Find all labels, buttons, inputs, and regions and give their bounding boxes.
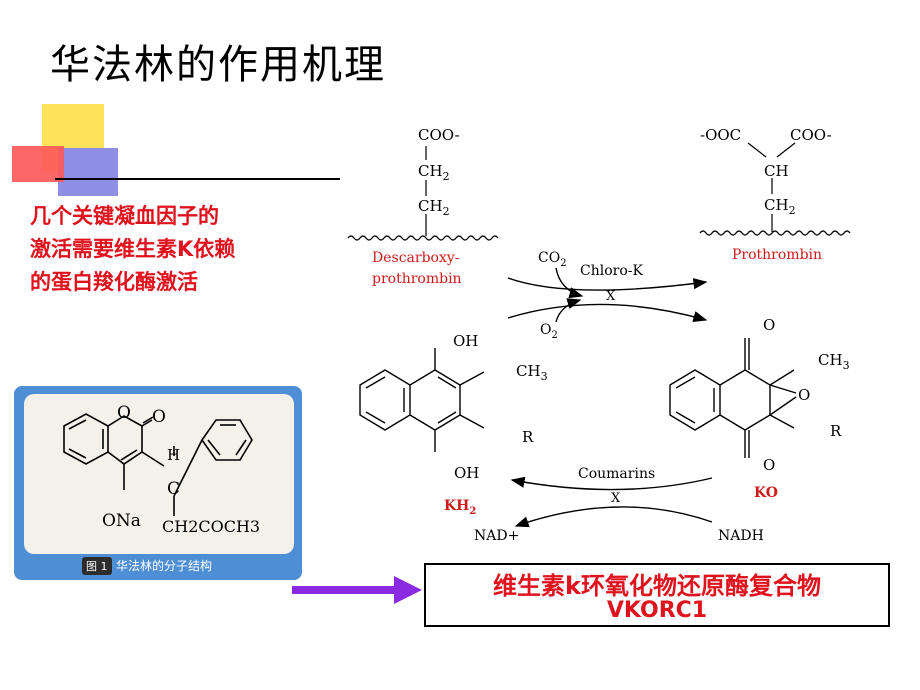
- ko-label: KO: [754, 485, 778, 501]
- arrow-carboxylation-bottom: [507, 303, 708, 322]
- kh2-oh-top: OH: [453, 332, 478, 350]
- side-chain-label: CH2COCH3: [162, 517, 260, 536]
- descarboxy-label-2: prothrombin: [372, 271, 462, 287]
- kh2-label: KH2: [444, 498, 476, 517]
- vkorc1-box-line-1: 维生素k环氧化物还原酶复合物: [493, 572, 821, 600]
- arrow-reduction-top: [510, 476, 713, 491]
- ko-epoxide-o: O: [798, 386, 810, 404]
- vkorc1-box-line-2: VKORC1: [606, 598, 708, 623]
- ko-o-top: O: [763, 316, 775, 334]
- figure-caption: 华法林的分子结构: [116, 559, 213, 573]
- ch2-lower-label: CH2: [418, 197, 450, 218]
- descarboxy-label-1: Descarboxy-: [372, 250, 460, 266]
- title-underline: [55, 178, 340, 180]
- ko-benzene-ring: [669, 369, 721, 431]
- ch2-prothrombin-label: CH2: [764, 196, 796, 217]
- coumarins-label: Coumarins: [578, 466, 655, 482]
- phenyl-ring: [201, 419, 253, 461]
- ch-label: CH: [764, 162, 789, 180]
- ch2-upper-label: CH2: [418, 162, 450, 183]
- kh2-r-label: R: [522, 428, 534, 446]
- c-label: C: [167, 479, 180, 499]
- page-title: 华法林的作用机理: [50, 42, 386, 88]
- decor-red-square: [12, 146, 64, 182]
- ring-oxygen-label: O: [117, 403, 131, 423]
- description-line-1: 几个关键凝血因子的: [30, 204, 219, 228]
- pyranone-ring: [107, 415, 143, 465]
- description-line-3: 的蛋白羧化酶激活: [30, 270, 198, 294]
- nadh-label: NADH: [718, 528, 764, 544]
- x-inhibitor-top: X: [606, 289, 616, 304]
- arrow-co2-in: [555, 267, 584, 299]
- vitamin-k-cycle-diagram: COO- CH2 CH2 Descarboxy- prothrombin -OO…: [347, 126, 851, 544]
- ko-r-label: R: [830, 422, 842, 440]
- ooc-label: -OOC: [700, 126, 741, 144]
- co2-label: CO2: [538, 250, 567, 269]
- coo-left-label: COO-: [418, 126, 460, 144]
- arrow-carboxylation-top: [507, 277, 708, 291]
- arrow-o2-in: [555, 298, 582, 323]
- decor-blue-square: [58, 148, 118, 196]
- ko-ch3-label: CH3: [818, 351, 850, 372]
- vkorc1-box: [424, 563, 890, 627]
- purple-arrow: [292, 576, 422, 604]
- ko-o-bottom: O: [763, 456, 775, 474]
- nad-label: NAD+: [474, 528, 519, 544]
- vitamin-k-description: 几个关键凝血因子的 激活需要维生素K依赖 的蛋白羧化酶激活: [30, 200, 330, 299]
- kh2-ch3-label: CH3: [516, 362, 548, 383]
- figure-number-tag: 图 1: [82, 557, 112, 575]
- o2-label: O2: [540, 322, 558, 341]
- arrow-reduction-bottom: [514, 506, 713, 528]
- prothrombin-label: Prothrombin: [732, 247, 822, 263]
- chloro-k-label: Chloro-K: [580, 263, 643, 279]
- kh2-benzene-ring: [359, 369, 411, 431]
- keto-oxygen-label: O: [152, 407, 166, 427]
- x-inhibitor-bottom: X: [611, 491, 621, 506]
- h-label: H: [167, 446, 180, 464]
- warfarin-structure-svg: O O ONa H C CH2COCH3: [63, 403, 260, 536]
- warfarin-structure-area: [24, 394, 294, 554]
- description-line-2: 激活需要维生素K依赖: [30, 237, 236, 261]
- coo-right-label: COO-: [790, 126, 832, 144]
- ona-label: ONa: [102, 511, 141, 531]
- kh2-oh-bottom: OH: [454, 464, 479, 482]
